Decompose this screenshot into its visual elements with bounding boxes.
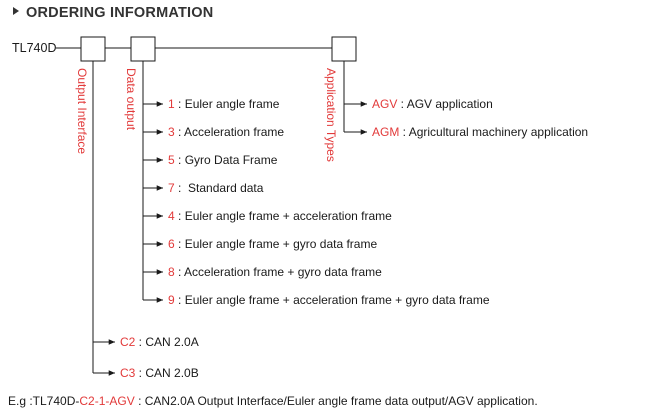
example-text: E.g :TL740D-C2-1-AGV : CAN2.0A Output In… — [8, 394, 538, 408]
interface-option-c3: C3 : CAN 2.0B — [120, 366, 199, 380]
triangle-right-icon — [13, 7, 19, 15]
app-option-agm: AGM : Agricultural machinery application — [372, 125, 589, 139]
data-option-5: 5 : Gyro Data Frame — [168, 153, 278, 167]
data-option-3: 3 : Acceleration frame — [168, 125, 285, 139]
application-type-box[interactable] — [331, 36, 357, 62]
section-heading: ORDERING INFORMATION — [13, 5, 213, 21]
heading-text: ORDERING INFORMATION — [26, 5, 214, 21]
data-output-box[interactable] — [130, 36, 156, 62]
data-option-4: 4 : Euler angle frame + acceleration fra… — [168, 209, 392, 223]
output-interface-label: Output Interface — [75, 68, 89, 155]
data-option-7: 7 : Standard data — [168, 181, 264, 195]
application-types-label: Application Types — [324, 68, 338, 162]
data-option-8: 8 : Acceleration frame + gyro data frame — [168, 265, 382, 279]
data-option-9: 9 : Euler angle frame + acceleration fra… — [168, 293, 490, 307]
model-label: TL740D — [12, 41, 57, 55]
interface-option-c2: C2 : CAN 2.0A — [120, 335, 199, 349]
data-option-1: 1 : Euler angle frame — [168, 97, 280, 111]
output-interface-box[interactable] — [80, 36, 106, 62]
app-option-agv: AGV : AGV application — [372, 97, 493, 111]
data-option-6: 6 : Euler angle frame + gyro data frame — [168, 237, 378, 251]
data-output-label: Data output — [124, 68, 138, 131]
